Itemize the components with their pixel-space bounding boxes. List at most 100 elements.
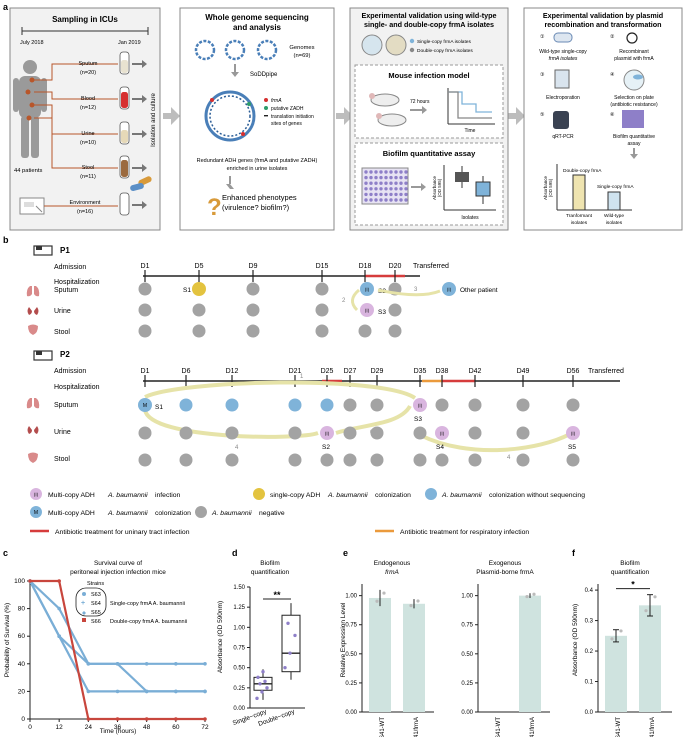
validation-title-1: Experimental validation using wild-type (362, 11, 497, 20)
plate-well (379, 198, 383, 202)
svg-text:(I): (I) (325, 431, 330, 436)
boxplot-point (258, 682, 262, 686)
p2-s4-infection-marker (435, 426, 449, 440)
plate-well (404, 181, 408, 185)
dna-circle-icon (204, 90, 256, 142)
survival-y-tick-label: 80 (18, 606, 26, 613)
single-copy-label: Single-copy frmA (597, 184, 634, 190)
svg-text:(I): (I) (365, 308, 370, 313)
boxplot-point (283, 665, 287, 670)
plate-well (399, 198, 403, 202)
legend-single: Single-copy frmA isolates (417, 39, 471, 45)
barchart-point (653, 595, 657, 599)
expression-category-label: S41-WT (496, 717, 502, 737)
svg-text:frmA: frmA (271, 98, 282, 104)
exogenous-title-1: Exogenous (489, 560, 522, 567)
p1-sample-dots (138, 282, 402, 338)
exogenous-title-2: Plasmid-borne frmA (476, 569, 534, 576)
survival-point-S65 (144, 689, 149, 694)
survival-series-S65 (29, 580, 205, 693)
expression-y-tick-label: 0.25 (461, 681, 473, 687)
plate-well (369, 175, 373, 180)
redundant-text-1: Redundant ADH genes (frmA and putative Z… (197, 158, 318, 164)
plate-well (404, 192, 408, 197)
svg-text:A. baumannii: A. baumannii (107, 510, 148, 517)
boxplot-y-tick-label: 0.75 (233, 646, 245, 652)
svg-text:qRT-PCR: qRT-PCR (552, 134, 574, 140)
barchart-category-label: S41-WT (616, 717, 622, 737)
boxplot-title-2: quantification (251, 569, 290, 576)
survival-point-S65 (86, 689, 91, 694)
negative-sample-dot (388, 324, 402, 338)
plate-well (364, 170, 368, 174)
p1-samples: S1 (I) S2 (I) S3 (I) Other patient 2 3 (183, 282, 498, 317)
expression-category-label: S41-WT (380, 717, 386, 737)
plate-well (379, 192, 383, 197)
p2-sample-dots (138, 398, 580, 467)
boxplot-point (260, 690, 264, 694)
plate-well (384, 175, 388, 180)
expression-y-tick-label: 0.00 (345, 710, 357, 716)
other-patient-marker (442, 282, 456, 296)
svg-text:D1: D1 (141, 263, 150, 270)
expression-point (532, 592, 536, 596)
survival-title-2: peritoneal injection infection mice (70, 569, 166, 576)
p2-stool-dot (413, 453, 427, 467)
plate-well (369, 187, 373, 191)
negative-sample-dot (138, 324, 152, 338)
plate-well (404, 175, 408, 180)
expression-point (416, 599, 420, 603)
svg-text:single-copy ADH: single-copy ADH (270, 492, 320, 499)
survival-y-tick-label: 20 (18, 688, 26, 695)
p2-urine-dot (413, 426, 427, 440)
negative-sample-dot (358, 324, 372, 338)
svg-text:A. baumannii: A. baumannii (327, 492, 368, 499)
p1-s1-colonization (192, 282, 206, 296)
svg-text:Stool: Stool (54, 456, 70, 463)
expression-y-tick-label: 0.75 (345, 623, 357, 629)
plate-well (399, 187, 403, 191)
p2-urine-dot (370, 426, 384, 440)
p1-s2-infection-marker (360, 282, 374, 296)
p2-day-label: D21 (289, 368, 302, 375)
mouse-title: Mouse infection model (388, 71, 469, 80)
plate-well (364, 181, 368, 185)
svg-text:Recombinant: Recombinant (619, 49, 649, 55)
p2-sputum-dot (179, 398, 193, 412)
panel-a-letter: a (3, 2, 9, 12)
survival-y-tick-label: 40 (18, 661, 26, 668)
plate-well (384, 181, 388, 185)
plate-well (399, 170, 403, 174)
survival-x-tick-label: 36 (114, 724, 122, 731)
p2-day-label: D12 (226, 368, 239, 375)
expression-category-label: S41/frmA (530, 717, 536, 737)
p2-s1-colonization-marker (138, 398, 152, 412)
survival-xlabel: Time (hours) (100, 728, 137, 735)
p2-sputum-dot (566, 398, 580, 412)
svg-text:S65: S65 (91, 610, 101, 616)
plasmid-bar-chart (556, 164, 632, 211)
svg-text:colonization without sequencin: colonization without sequencing (489, 492, 585, 499)
box1-arrows (132, 60, 147, 209)
p2-sputum-dot (288, 398, 302, 412)
boxplot-point (256, 675, 260, 680)
petri-dish-icons (361, 34, 407, 56)
plate-well (399, 192, 403, 197)
plate-well (374, 198, 378, 202)
svg-text:S5: S5 (568, 444, 576, 451)
p2-day-label: D6 (182, 368, 191, 375)
plate-well (404, 198, 408, 202)
survival-point-S65 (57, 634, 61, 638)
p2-site-labels: Sputum Urine Stool (54, 402, 78, 463)
svg-text:S3: S3 (414, 416, 422, 423)
survival-x-tick-label: 12 (56, 724, 64, 731)
plate-well (369, 192, 373, 197)
expression-y-tick-label: 0.00 (461, 710, 473, 716)
barchart-y-tick-label: 0.0 (585, 710, 594, 716)
svg-text:S1: S1 (183, 287, 191, 294)
box-sampling: Sampling in ICUs July 2018 Jan 2019 44 p… (9, 7, 161, 231)
svg-text:M: M (143, 403, 147, 409)
plate-well (364, 198, 368, 202)
p2-day-label: D56 (567, 368, 580, 375)
svg-text:colonization: colonization (375, 492, 411, 499)
